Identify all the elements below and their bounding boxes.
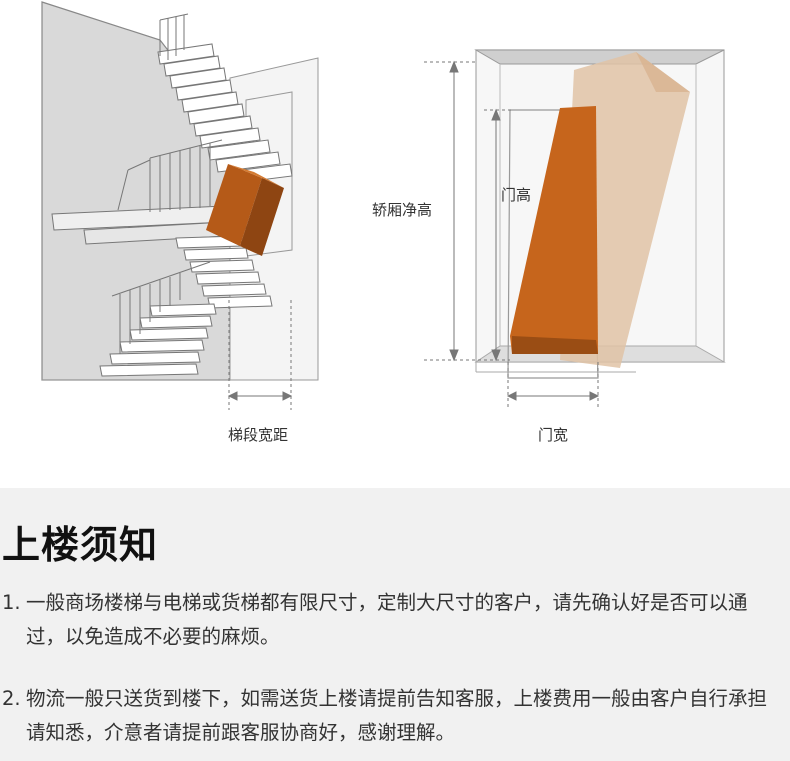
- notice-section: 上楼须知 1. 一般商场楼梯与电梯或货梯都有限尺寸，定制大尺寸的客户，请先确认好…: [0, 488, 790, 761]
- stair-width-caption: 梯段宽距: [228, 426, 288, 444]
- notice-item-number: 1.: [2, 591, 21, 614]
- car-height-dimension: [424, 60, 510, 362]
- staircase-illustration: [41, 1, 319, 410]
- orange-box: [510, 106, 598, 354]
- illustration-area: 梯段宽距: [41, 1, 726, 444]
- elevator-illustration: [424, 49, 726, 410]
- elevator-ceiling: [474, 49, 725, 65]
- upper-flight: [157, 43, 293, 185]
- lower-railing: [111, 261, 211, 354]
- stair-width-dimension: [227, 300, 293, 410]
- car-height-label: 轿厢净高: [372, 201, 432, 219]
- illustration-svg: 梯段宽距: [41, 1, 726, 444]
- lower-flight: [99, 235, 273, 377]
- notice-item-text: 物流一般只送货到楼下，如需送货上楼请提前告知客服，上楼费用一般由客户自行承担请知…: [26, 687, 768, 744]
- notice-item-number: 2.: [2, 687, 21, 710]
- notice-item-text: 一般商场楼梯与电梯或货梯都有限尺寸，定制大尺寸的客户，请先确认好是否可以通过，以…: [26, 591, 748, 648]
- door-height-dimension: [484, 108, 512, 362]
- middle-railing: [117, 139, 223, 212]
- upper-railing: [159, 13, 189, 60]
- stair-furniture-box: [206, 164, 284, 256]
- notice-title: 上楼须知: [2, 523, 159, 567]
- door-width-label: 门宽: [538, 426, 568, 444]
- door-width-dimension: [506, 362, 600, 410]
- door-height-label: 门高: [501, 186, 531, 204]
